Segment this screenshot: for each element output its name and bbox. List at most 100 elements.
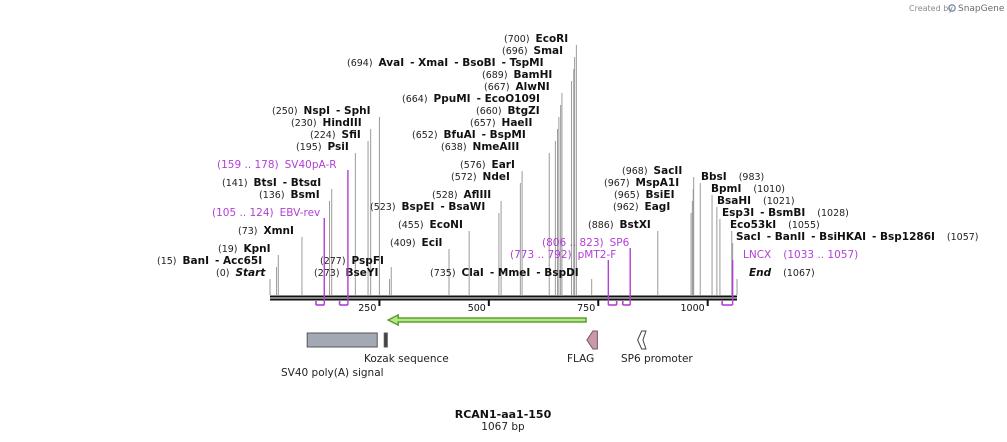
site-bsahi[interactable]: BsaHI(1021): [717, 195, 795, 207]
enzyme-name: SfiI: [342, 129, 361, 141]
site-btgzi[interactable]: (660)BtgZI: [476, 105, 540, 117]
site-sacii[interactable]: (968)SacII: [622, 165, 682, 177]
site-avai[interactable]: (694)AvaI- XmaI- BsoBI- TspMI: [347, 57, 543, 69]
ruler-tick-label: 750: [577, 303, 595, 314]
site-eari[interactable]: (576)EarI: [460, 159, 515, 171]
site-smai[interactable]: (696)SmaI: [502, 45, 563, 57]
primer-ebv-rev[interactable]: (105 .. 124)EBV-rev: [212, 207, 325, 306]
site-xmni[interactable]: (73)XmnI: [238, 225, 294, 237]
site-alwni[interactable]: (667)AlwNI: [484, 81, 550, 93]
feature-flag[interactable]: FLAG: [567, 330, 598, 365]
site-label: BsaHI(1021): [717, 195, 795, 207]
site-btsi[interactable]: (141)BtsI- BtsαI: [222, 177, 321, 189]
site-nmeaiii[interactable]: (638)NmeAIII: [441, 141, 519, 153]
site-bstxi[interactable]: (886)BstXI: [588, 219, 651, 231]
site-end[interactable]: End(1067): [749, 267, 815, 279]
credit-brand: SnapGene: [958, 4, 1005, 14]
site-position: (694): [347, 58, 373, 69]
ruler-tick-label: 1000: [680, 303, 704, 314]
site-label: (965)BsiEI: [614, 189, 674, 201]
site-label: (19)KpnI: [218, 243, 271, 255]
site-clai[interactable]: (735)ClaI- MmeI- BspDI: [430, 267, 579, 279]
site-label: (638)NmeAIII: [441, 141, 519, 153]
enzyme-name: HindIII: [323, 117, 362, 129]
site-position: (250): [272, 106, 298, 117]
site-bbsi[interactable]: BbsI(983): [701, 171, 764, 183]
primer-sp6[interactable]: (806 .. 823)SP6: [542, 237, 631, 306]
feature-label: Kozak sequence: [364, 353, 449, 365]
site-ndei[interactable]: (572)NdeI: [451, 171, 510, 183]
site-label: (224)SfiI: [310, 129, 361, 141]
site-label: (195)PsiI: [296, 141, 349, 153]
site-label: SacI- BanII- BsiHKAI- Bsp1286I(1057): [736, 231, 979, 243]
site-label: (700)EcoRI: [504, 33, 568, 45]
primer-label: LNCX(1033 .. 1057): [743, 249, 858, 261]
site-hindiii[interactable]: (230) HindIII: [291, 117, 362, 129]
enzyme-name: - MmeI: [490, 267, 530, 279]
feature-kozak-sequence[interactable]: Kozak sequence: [364, 332, 449, 365]
site-sfii[interactable]: (224)SfiI: [310, 129, 361, 141]
enzyme-name: SmaI: [534, 45, 564, 57]
feature-sp6-promoter[interactable]: SP6 promoter: [621, 330, 693, 365]
site-ecii[interactable]: (409)EciI: [390, 237, 442, 249]
site-position: (523): [370, 202, 396, 213]
site-label: (652)BfuAI- BspMI: [412, 129, 526, 141]
primer-sv40pa-r[interactable]: (159 .. 178)SV40pA-R: [217, 159, 349, 306]
site-saci[interactable]: SacI- BanII- BsiHKAI- Bsp1286I(1057): [736, 231, 979, 243]
primer-label: (773 .. 792)pMT2-F: [510, 249, 616, 261]
site-bani[interactable]: (15)BanI- Acc65I: [157, 255, 262, 267]
primer-label: (159 .. 178)SV40pA-R: [217, 159, 337, 171]
site-leader-lines: [269, 45, 738, 295]
feature-shape: [637, 330, 647, 350]
site-nspi[interactable]: (250)NspI- SphI: [272, 105, 371, 117]
site-label: BpmI(1010): [711, 183, 785, 195]
enzyme-name: EcoRI: [536, 33, 569, 45]
feature-shape: [383, 332, 388, 348]
primer-name: LNCX: [743, 249, 771, 261]
site-mspa1i[interactable]: (967)MspA1I: [604, 177, 679, 189]
primer-pmt2-f[interactable]: (773 .. 792)pMT2-F: [510, 249, 618, 306]
site-eagi[interactable]: (962)EagI: [613, 201, 670, 213]
site-eco53ki[interactable]: Eco53kI(1055): [730, 219, 820, 231]
site-afliii[interactable]: (528)AflIII: [432, 189, 491, 201]
site-kpni[interactable]: (19)KpnI: [218, 243, 271, 255]
site-pspfi[interactable]: (277)PspFI: [320, 255, 384, 267]
site-bspei[interactable]: (523)BspEI- BsaWI: [370, 201, 485, 213]
enzyme-name: BbsI: [701, 171, 727, 183]
site-position: (409): [390, 238, 416, 249]
enzyme-name: - TspMI: [502, 57, 544, 69]
site-psii[interactable]: (195)PsiI: [296, 141, 349, 153]
feature-label: SV40 poly(A) signal: [281, 367, 384, 379]
site-position: (1067): [783, 268, 815, 279]
enzyme-name: - BanII: [767, 231, 805, 243]
site-position: (455): [398, 220, 424, 231]
primer-lncx[interactable]: LNCX(1033 .. 1057): [721, 249, 858, 306]
feature-sv40-poly-a-signal[interactable]: SV40 poly(A) signal: [281, 332, 384, 379]
site-start[interactable]: (0)Start: [216, 267, 266, 279]
enzyme-name: Esp3I: [722, 207, 754, 219]
site-bsiei[interactable]: (965)BsiEI: [614, 189, 674, 201]
site-bsmi[interactable]: (136)BsmI: [259, 189, 320, 201]
site-label: (967)MspA1I: [604, 177, 679, 189]
orf-arrow[interactable]: [386, 313, 587, 327]
enzyme-name: BseYI: [346, 267, 379, 279]
site-bfuai[interactable]: (652)BfuAI- BspMI: [412, 129, 526, 141]
site-position: (576): [460, 160, 486, 171]
site-position: (230): [291, 118, 317, 129]
site-bamhi[interactable]: (689)BamHI: [482, 69, 552, 81]
enzyme-name: EagI: [645, 201, 671, 213]
feature-shape: [306, 332, 378, 348]
site-esp3i[interactable]: Esp3I- BsmBI(1028): [722, 207, 849, 219]
enzyme-name: KpnI: [244, 243, 271, 255]
site-ecori[interactable]: (700)EcoRI: [504, 33, 568, 45]
site-position: (689): [482, 70, 508, 81]
site-haeii[interactable]: (657)HaeII: [470, 117, 532, 129]
site-bpmi[interactable]: BpmI(1010): [711, 183, 785, 195]
site-bseyi[interactable]: (273)BseYI: [314, 267, 378, 279]
site-position: (965): [614, 190, 640, 201]
site-econi[interactable]: (455)EcoNI: [398, 219, 463, 231]
site-ppumi[interactable]: (664)PpuMI- EcoO109I: [402, 93, 540, 105]
site-position: (572): [451, 172, 477, 183]
enzyme-name: PsiI: [328, 141, 349, 153]
